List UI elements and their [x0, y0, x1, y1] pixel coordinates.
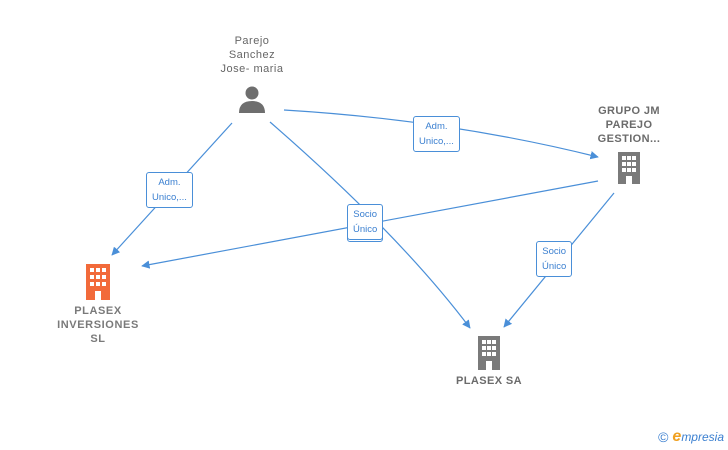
node-grupo-jm-parejo[interactable]: GRUPO JM PAREJO GESTION... — [584, 104, 674, 184]
plasex-sa-label: PLASEX SA — [456, 375, 522, 387]
edge-label-line-1: Socio — [353, 209, 378, 220]
footer-brand: © empresia — [658, 428, 724, 446]
plasex-inv-label-line-3: SL — [90, 333, 106, 345]
edge-label-line-1: Socio — [542, 246, 567, 257]
empresia-logo[interactable]: empresia — [672, 428, 724, 446]
edge-label-socio-unico-right[interactable]: Socio Único — [536, 241, 573, 277]
empresia-logo-e: e — [672, 428, 682, 445]
edge-label-line-2: Único — [542, 261, 567, 272]
edge-person-to-plasex-sa — [269, 121, 471, 329]
grupo-label-line-1: GRUPO JM — [598, 105, 660, 117]
edge-label-line-2: Único — [353, 224, 378, 235]
empresia-logo-text: mpresia — [681, 430, 724, 444]
plasex-inv-label-line-1: PLASEX — [74, 305, 122, 317]
grupo-label-line-3: GESTION... — [597, 133, 661, 145]
person-icon — [239, 86, 265, 113]
node-plasex-sa[interactable]: PLASEX SA — [444, 334, 534, 388]
building-icon — [478, 336, 500, 370]
grupo-label-line-2: PAREJO — [605, 119, 653, 131]
node-person-parejo[interactable]: Parejo Sanchez Jose- maria — [200, 34, 304, 114]
plasex-inv-label-line-2: INVERSIONES — [57, 319, 139, 331]
edge-label-adm-unico-left[interactable]: Adm. Unico,... — [146, 172, 193, 208]
node-plasex-inversiones[interactable]: PLASEX INVERSIONES SL — [46, 262, 150, 346]
copyright-symbol: © — [658, 429, 669, 445]
edge-label-line-1: Adm. — [158, 177, 181, 188]
person-label-line-1: Parejo — [234, 35, 270, 47]
person-label-line-2: Sanchez — [228, 49, 276, 61]
building-icon — [86, 264, 110, 300]
edge-label-line-1: Adm. — [425, 121, 448, 132]
edge-label-adm-unico-top[interactable]: Adm. Unico,... — [413, 116, 460, 152]
edge-label-socio-unico-center[interactable]: Socio Único — [347, 204, 384, 240]
edge-label-line-2: Unico,... — [419, 136, 454, 147]
edge-label-line-2: Unico,... — [152, 192, 187, 203]
building-icon — [618, 152, 640, 184]
person-label-line-3: Jose- maria — [220, 63, 284, 75]
